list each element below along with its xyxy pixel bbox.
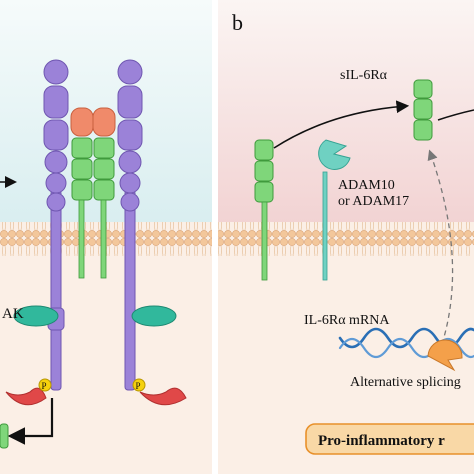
phospho-label-left: P	[42, 381, 47, 391]
shedding-arrow	[273, 100, 410, 149]
jak-kinase-right	[131, 305, 177, 327]
sil6r-label: sIL-6Rα	[340, 68, 388, 83]
jak-kinase-left	[13, 305, 59, 327]
stat-protein-right	[139, 387, 187, 406]
gp130-receptor-right	[117, 59, 143, 391]
il6-il6r-complex-right	[92, 107, 116, 279]
phospho-label-right: P	[136, 381, 141, 391]
soluble-il6r	[413, 79, 433, 141]
sil6r-exit-arrow	[437, 109, 474, 121]
splicing-to-sil6r-arrow	[427, 149, 454, 345]
phospho-marker-right	[132, 378, 146, 392]
gp130-receptor-left	[43, 59, 69, 391]
nuclear-translocation-arrow	[7, 398, 54, 445]
proinflammatory-label: Pro-inflammatory r	[318, 433, 445, 449]
splicing-enzyme	[427, 339, 463, 372]
splicing-label: Alternative splicing	[350, 375, 461, 390]
panel-label-b: b	[232, 10, 243, 35]
jak-label: AK	[2, 306, 24, 322]
adam-protease	[318, 139, 351, 281]
membrane-bilayer-b	[218, 222, 474, 256]
adam-label-line2: or ADAM17	[338, 194, 409, 209]
proinflammatory-badge	[305, 423, 474, 455]
stat-protein-left	[5, 387, 47, 406]
panel-divider	[212, 0, 218, 474]
membrane-il6r	[254, 139, 274, 281]
phospho-marker-left	[38, 378, 52, 392]
mrna-label: IL-6Rα mRNA	[304, 313, 390, 328]
il6-il6r-complex-left	[70, 107, 94, 279]
adam-label-line1: ADAM10	[338, 178, 395, 193]
stat-dimer-fragment	[0, 423, 9, 449]
